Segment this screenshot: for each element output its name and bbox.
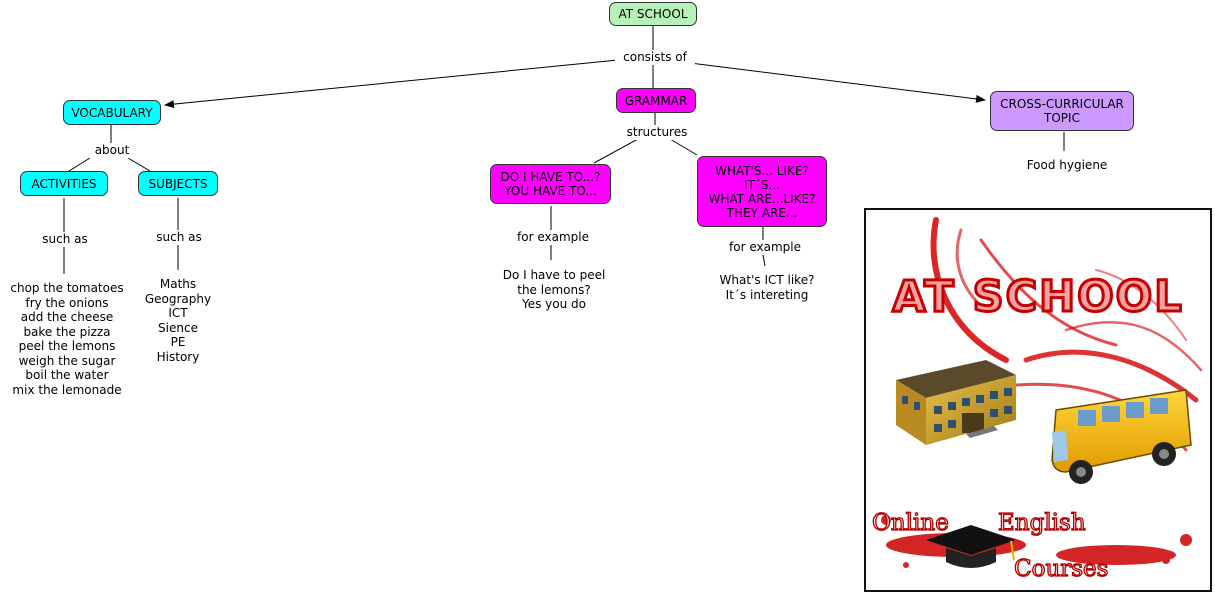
node-whats-like-label: WHAT'S... LIKE? IT´S... WHAT ARE...LIKE?… [708, 163, 816, 220]
node-do-i-have-to-label: DO I HAVE TO...? YOU HAVE TO... [500, 170, 601, 198]
poster-word-courses: Courses [1013, 555, 1109, 582]
example-like: What's ICT like? It´s intereting [719, 273, 815, 302]
link-consists-of: consists of [615, 50, 695, 65]
poster-word-online: Online [871, 509, 949, 536]
node-cross-curricular[interactable]: CROSS-CURRICULAR TOPIC [990, 91, 1134, 131]
node-cross-curricular-label: CROSS-CURRICULAR TOPIC [1000, 97, 1124, 125]
poster-word-english: English [997, 509, 1086, 536]
node-grammar-label: GRAMMAR [624, 93, 688, 108]
node-vocabulary-label: VOCABULARY [71, 105, 153, 120]
node-grammar[interactable]: GRAMMAR [616, 88, 696, 113]
poster-artwork [881, 217, 1203, 568]
poster-title: AT SCHOOL [891, 271, 1184, 324]
node-activities[interactable]: ACTIVITIES [20, 171, 108, 196]
node-at-school-label: AT SCHOOL [618, 7, 688, 21]
example-have-to: Do I have to peel the lemons? Yes you do [502, 268, 606, 311]
link-for-example-have-to: for example [506, 230, 600, 245]
node-do-i-have-to[interactable]: DO I HAVE TO...? YOU HAVE TO... [490, 164, 611, 204]
node-subjects[interactable]: SUBJECTS [138, 171, 218, 196]
link-about: about [85, 143, 139, 158]
node-at-school[interactable]: AT SCHOOL [609, 2, 697, 26]
school-bus-icon [1051, 389, 1192, 484]
node-vocabulary[interactable]: VOCABULARY [63, 100, 161, 125]
graduation-cap-icon [926, 525, 1016, 568]
food-hygiene: Food hygiene [1026, 158, 1108, 172]
node-subjects-label: SUBJECTS [148, 176, 208, 191]
link-such-as-subjects: such as [146, 230, 212, 245]
activities-list: chop the tomatoes fry the onions add the… [10, 281, 124, 397]
link-such-as-activities: such as [32, 232, 98, 247]
school-building-icon [896, 360, 1016, 445]
link-for-example-like: for example [719, 240, 811, 255]
at-school-poster: AT SCHOOL Online English Courses [864, 208, 1212, 592]
subjects-list: Maths Geography ICT Sience PE History [144, 277, 212, 364]
link-structures: structures [618, 125, 696, 140]
node-activities-label: ACTIVITIES [31, 176, 97, 191]
node-whats-like[interactable]: WHAT'S... LIKE? IT´S... WHAT ARE...LIKE?… [697, 156, 827, 227]
